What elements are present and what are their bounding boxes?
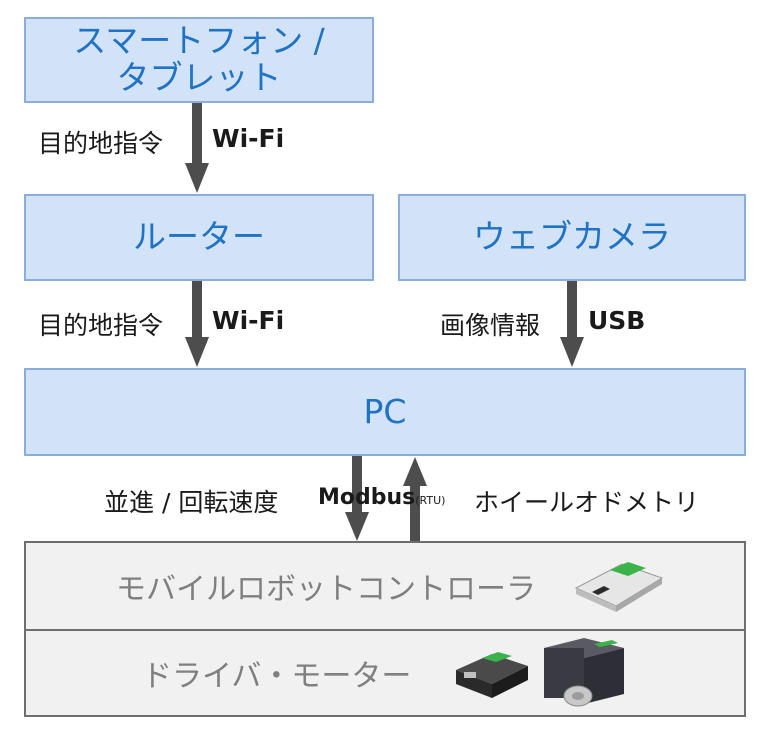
router-box: ルーター	[24, 194, 374, 281]
arrow-phone-to-router	[185, 103, 209, 193]
controller-device-image	[574, 562, 664, 612]
pc-box: PC	[24, 368, 746, 456]
webcam-box: ウェブカメラ	[398, 194, 746, 281]
hardware-divider	[24, 629, 746, 631]
wheel-odometry-label: ホイールオドメトリ	[474, 488, 700, 517]
modbus-protocol-text: Modbus	[318, 485, 416, 510]
smartphone-tablet-label-line2: タブレット	[116, 58, 282, 97]
router-pc-command-label: 目的地指令	[38, 311, 164, 340]
modbus-rtu-text: (RTU)	[415, 494, 446, 507]
motor-image	[544, 638, 624, 707]
velocity-command-label: 並進 / 回転速度	[104, 488, 279, 517]
arrow-controller-to-pc	[403, 457, 427, 542]
smartphone-tablet-label-line1: スマートフォン /	[73, 21, 325, 61]
arrow-pc-to-controller	[345, 456, 369, 541]
camera-usb-label: USB	[588, 306, 646, 335]
arrow-router-to-pc	[185, 281, 209, 367]
driver-device-image	[456, 652, 528, 698]
camera-image-info-label: 画像情報	[440, 311, 541, 340]
smartphone-tablet-box: スマートフォン / タブレット	[24, 17, 374, 103]
arrow-camera-to-pc	[560, 281, 584, 367]
router-label: ルーター	[133, 217, 265, 257]
webcam-label: ウェブカメラ	[473, 217, 671, 257]
pc-label: PC	[363, 391, 407, 431]
controller-label: モバイルロボットコントローラ	[116, 572, 536, 607]
modbus-label: Modbus(RTU)	[318, 485, 445, 510]
driver-row: ドライバ・モーター	[26, 631, 744, 715]
router-pc-wifi-label: Wi-Fi	[212, 306, 285, 335]
phone-router-command-label: 目的地指令	[38, 129, 164, 158]
phone-router-wifi-label: Wi-Fi	[212, 124, 285, 153]
driver-label: ドライバ・モーター	[142, 659, 412, 694]
